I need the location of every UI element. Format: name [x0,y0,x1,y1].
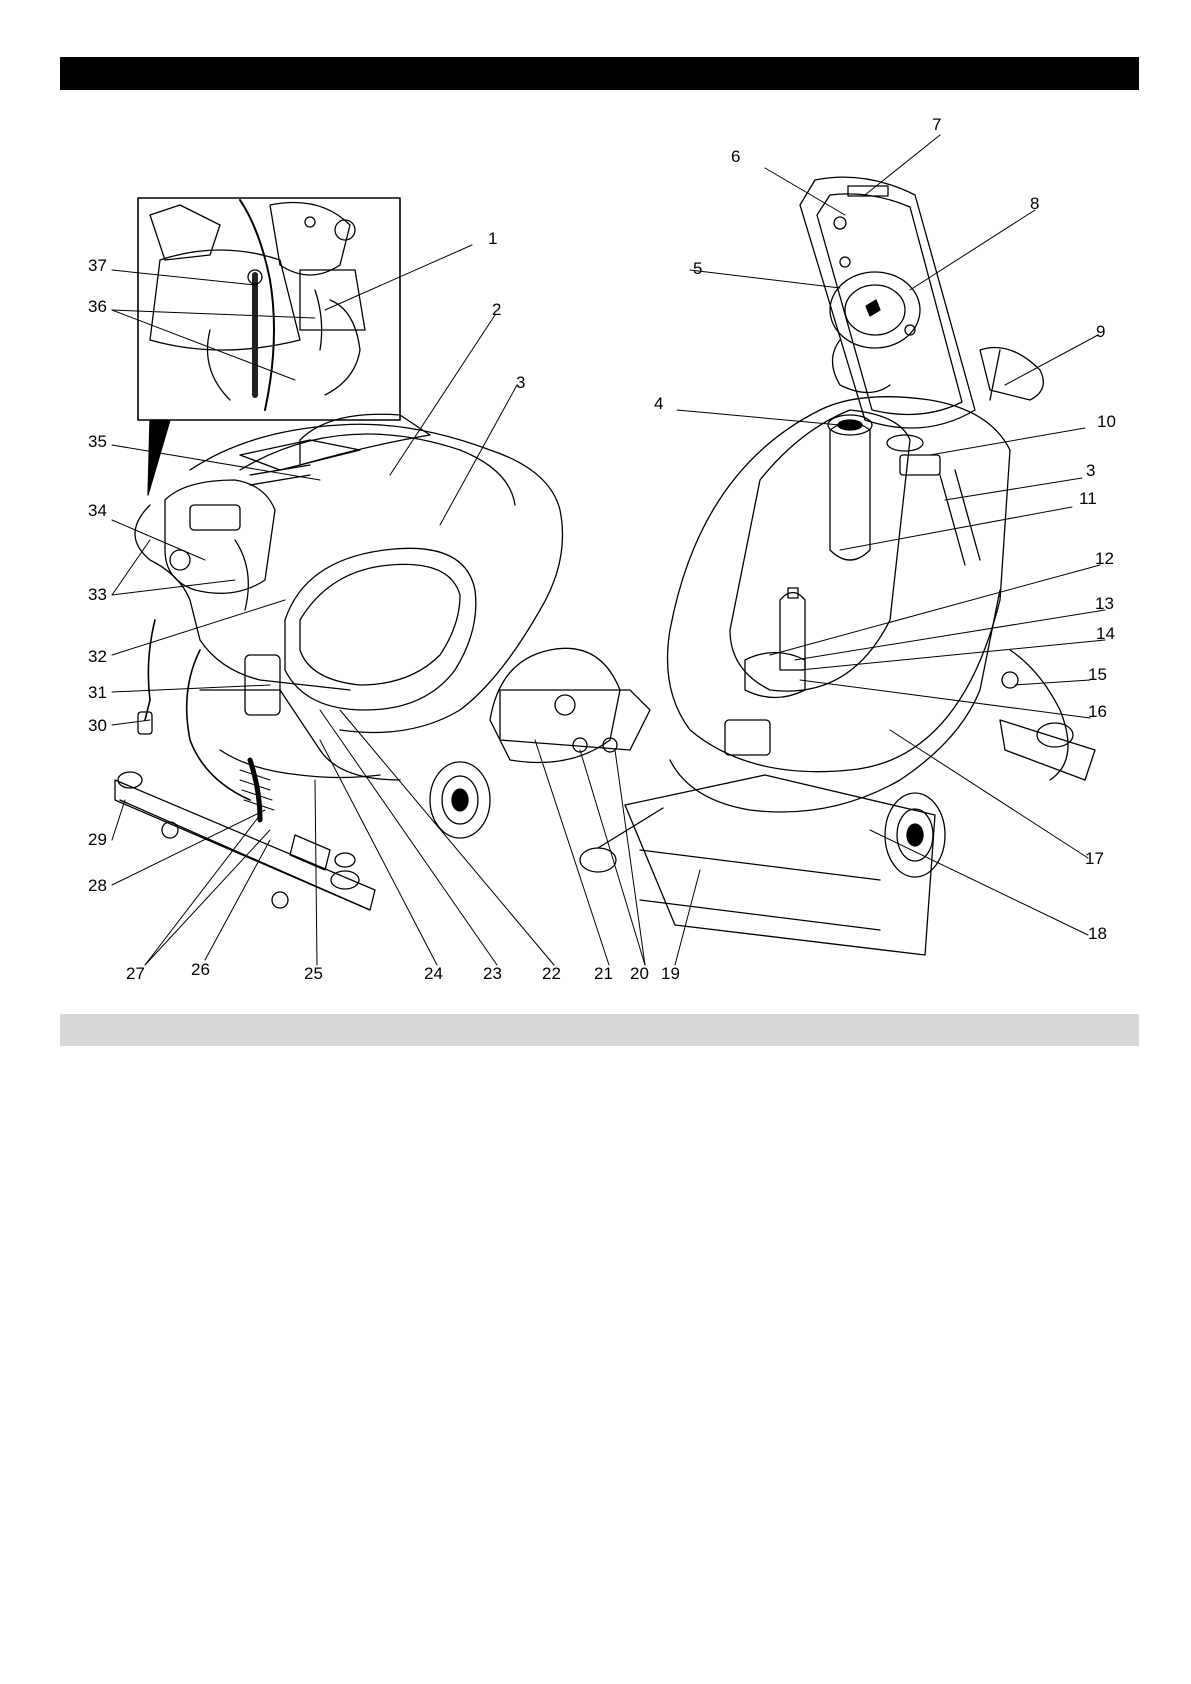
callout-8: 8 [1030,195,1039,212]
callout-9: 9 [1096,323,1105,340]
callout-24: 24 [424,965,443,982]
section-subheader-bar [60,1014,1139,1046]
callout-19: 19 [661,965,680,982]
callout-11: 11 [1079,490,1097,507]
callout-1: 1 [488,230,497,247]
callout-32: 32 [88,648,107,665]
leader-lines [112,135,1105,965]
callout-3-left: 3 [516,374,525,391]
callout-10: 10 [1097,413,1116,430]
callout-25: 25 [304,965,323,982]
callout-7: 7 [932,116,941,133]
callout-23: 23 [483,965,502,982]
callout-21: 21 [594,965,613,982]
callout-36: 36 [88,298,107,315]
callout-13: 13 [1095,595,1114,612]
callout-3-right: 3 [1086,462,1095,479]
callout-16: 16 [1088,703,1107,720]
callout-18: 18 [1088,925,1107,942]
callout-14: 14 [1096,625,1115,642]
device-drawing [0,0,1191,1000]
callout-30: 30 [88,717,107,734]
callout-29: 29 [88,831,107,848]
callout-5: 5 [693,260,702,277]
callout-4: 4 [654,395,663,412]
callout-12: 12 [1095,550,1114,567]
callout-31: 31 [88,684,107,701]
left-machine [115,198,650,910]
callout-33: 33 [88,586,107,603]
callout-28: 28 [88,877,107,894]
callout-22: 22 [542,965,561,982]
callout-2: 2 [492,301,501,318]
callout-15: 15 [1088,666,1107,683]
callout-35: 35 [88,433,107,450]
callout-6: 6 [731,148,740,165]
machine-illustration: 1 2 3 4 5 6 7 8 9 10 3 11 12 13 14 15 16… [0,0,1191,1000]
callout-20: 20 [630,965,649,982]
callout-26: 26 [191,961,210,978]
callout-27: 27 [126,965,145,982]
callout-34: 34 [88,502,107,519]
callout-37: 37 [88,257,107,274]
callout-17: 17 [1085,850,1104,867]
right-machine [580,177,1095,955]
